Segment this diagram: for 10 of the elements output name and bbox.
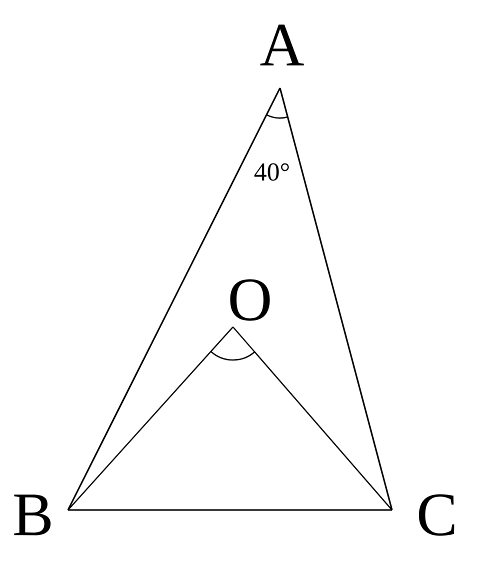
line-segment xyxy=(279,88,393,510)
line-segment xyxy=(67,88,281,510)
point-label: C xyxy=(418,494,454,536)
point-label: O xyxy=(230,279,270,321)
angle-label: 40° xyxy=(254,163,289,181)
line-segment xyxy=(68,509,392,511)
line-segment xyxy=(232,326,392,510)
point-label: B xyxy=(14,494,51,536)
line-segment xyxy=(68,326,234,510)
point-label: A xyxy=(260,24,304,66)
